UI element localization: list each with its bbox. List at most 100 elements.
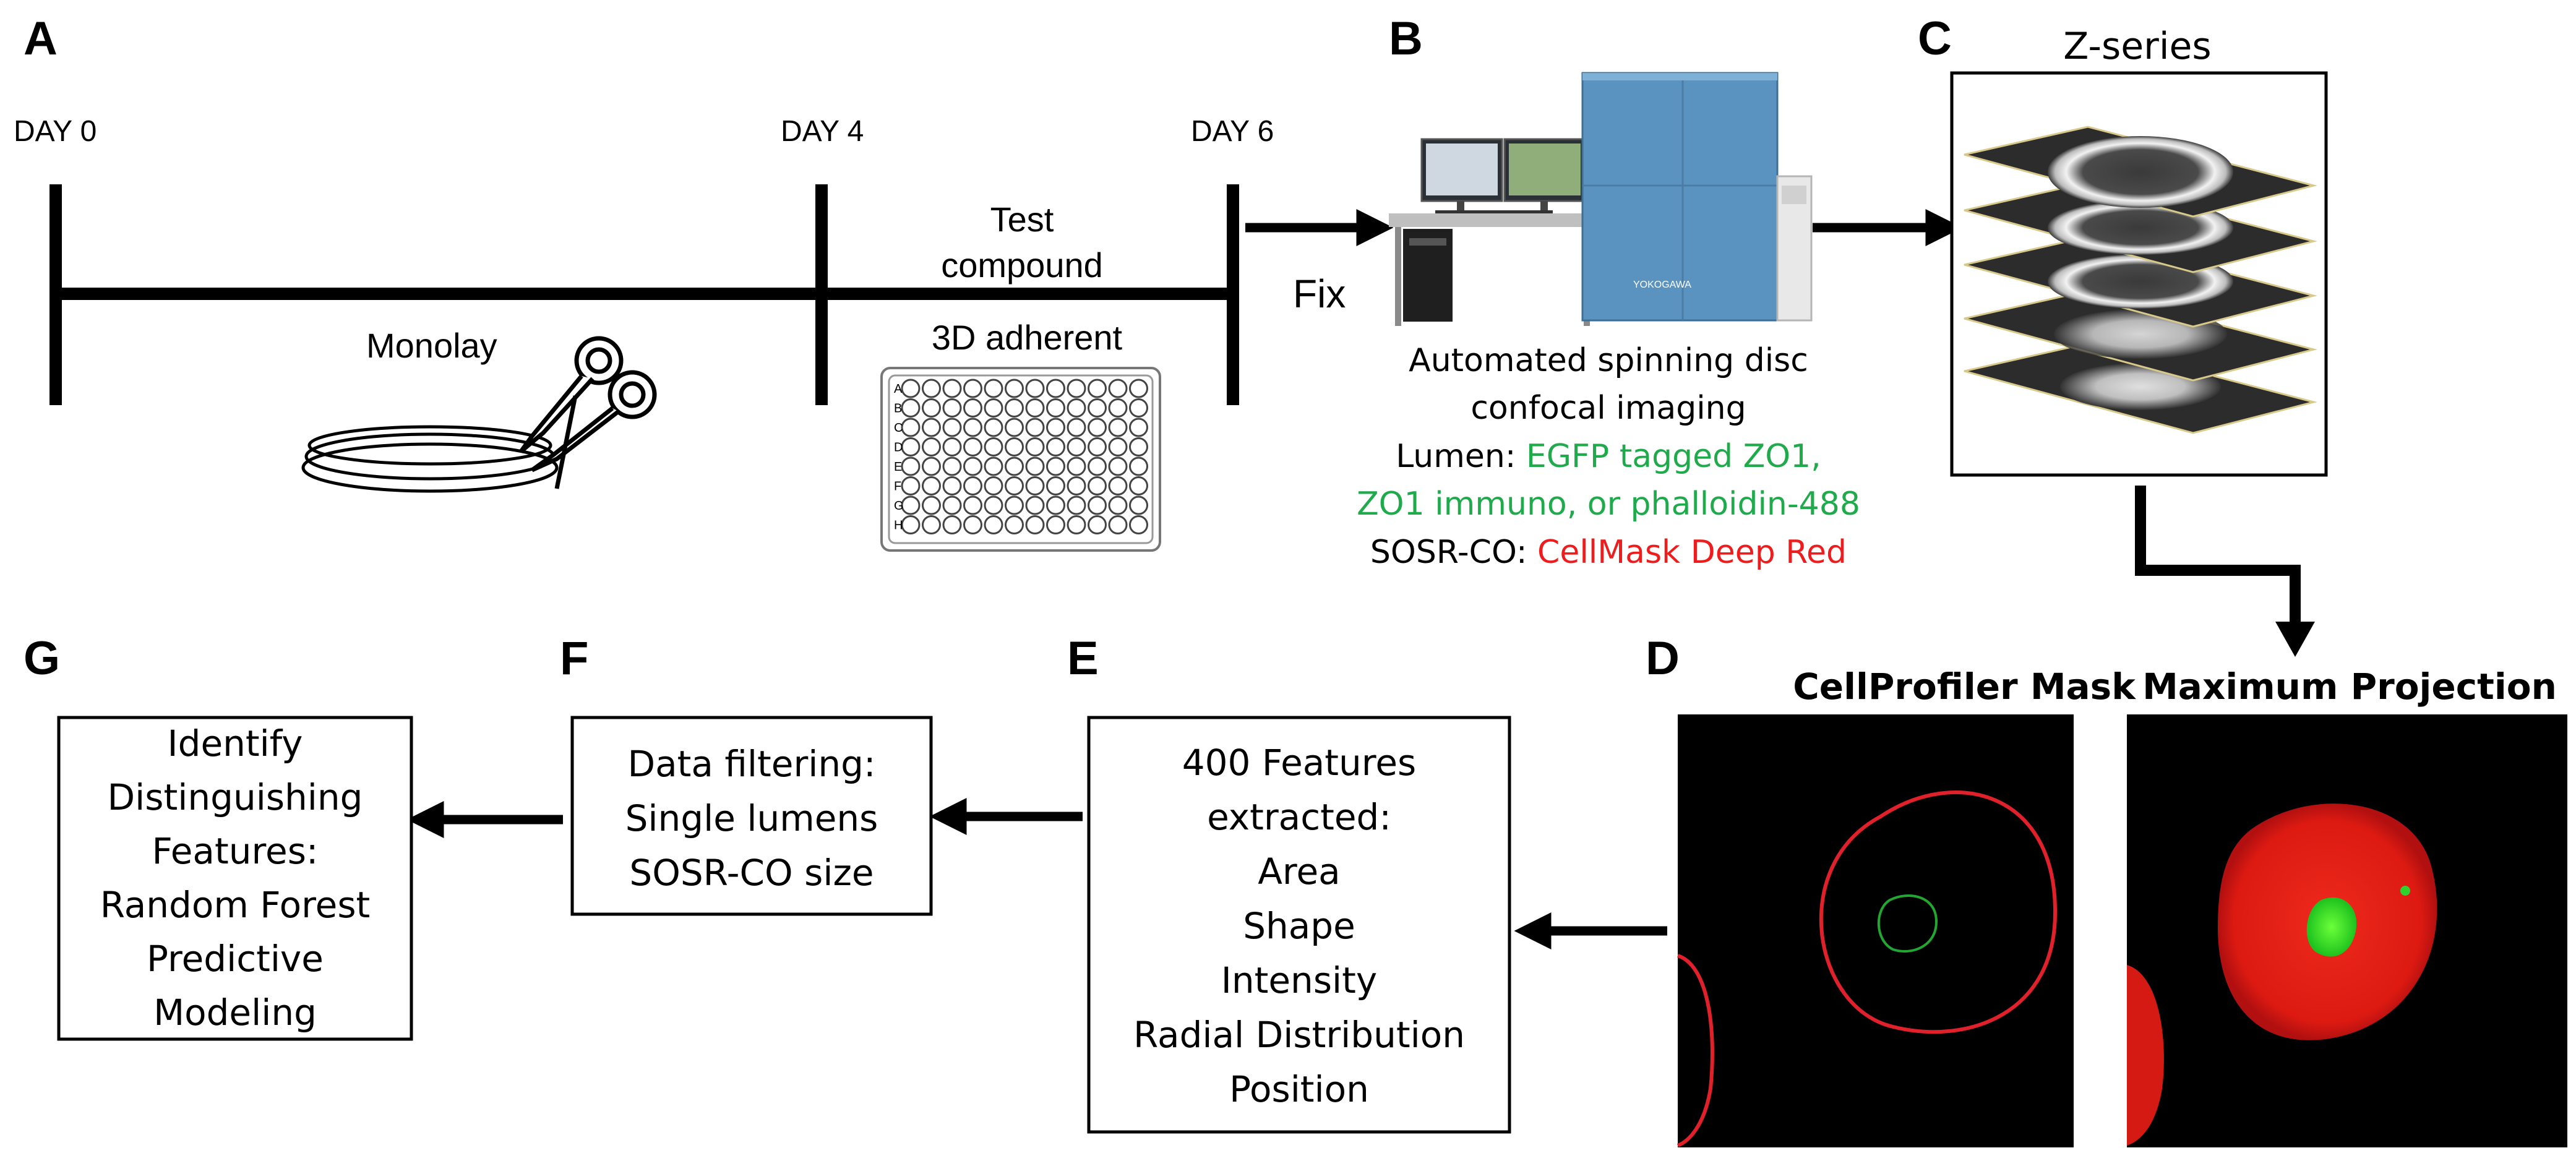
plate-well — [1046, 495, 1065, 515]
plate-well — [922, 398, 941, 418]
plate-well — [1005, 456, 1024, 476]
plate-well — [942, 495, 962, 515]
modeling-line: Identify — [168, 722, 303, 765]
plate-well — [1025, 379, 1045, 398]
zseries-title: Z-series — [2063, 25, 2211, 68]
adherent-label: 3D adherent — [932, 318, 1123, 357]
lumen-stain-line: Lumen: EGFP tagged ZO1, — [1396, 438, 1821, 475]
plate-well — [922, 379, 941, 398]
plate-well — [1046, 476, 1065, 495]
plate-well — [1129, 418, 1148, 437]
plate-well — [1025, 418, 1045, 437]
plate-well — [942, 418, 962, 437]
day-6-label: DAY 6 — [1191, 115, 1274, 148]
plate-row-label: A — [894, 382, 903, 396]
plate-well — [1025, 398, 1045, 418]
lumen-stain-line2: ZO1 immuno, or phalloidin-488 — [1357, 486, 1860, 523]
plate-well — [1005, 515, 1024, 534]
plate-well — [1025, 495, 1045, 515]
plate-well — [1129, 495, 1148, 515]
plate-well — [1108, 495, 1128, 515]
features-box — [1087, 716, 1511, 1134]
plate-well — [1108, 456, 1128, 476]
modeling-box — [57, 716, 413, 1041]
plate-well — [1046, 515, 1065, 534]
plate-well — [963, 398, 982, 418]
plate-well — [901, 379, 921, 398]
features-line: Position — [1229, 1068, 1369, 1110]
plate-well — [922, 495, 941, 515]
plate-well — [942, 456, 962, 476]
plate-well — [1005, 379, 1024, 398]
test-compound-line1: Test — [990, 200, 1054, 239]
plate-well — [984, 495, 1003, 515]
plate-well — [984, 515, 1003, 534]
plate-well — [1067, 515, 1086, 534]
plate-well — [1067, 398, 1086, 418]
panel-label-e: E — [1067, 632, 1099, 685]
timeline — [49, 184, 1239, 405]
filtering-line: SOSR-CO size — [629, 852, 874, 894]
plate-well — [1067, 456, 1086, 476]
plate-well — [1108, 418, 1128, 437]
plate-well — [1046, 379, 1065, 398]
lumen-prefix: Lumen: — [1396, 438, 1526, 475]
plate-well — [1088, 515, 1107, 534]
plate-well — [901, 476, 921, 495]
zseries-stack — [1964, 126, 2317, 434]
plate-row-label: E — [894, 460, 902, 474]
plate-well — [1046, 418, 1065, 437]
plate-well — [1025, 476, 1045, 495]
plate-well — [922, 418, 941, 437]
plate-well — [942, 476, 962, 495]
plate-well — [1005, 398, 1024, 418]
modeling-line: Modeling — [153, 992, 317, 1034]
plate-well — [901, 418, 921, 437]
plate-well — [963, 476, 982, 495]
plate-well — [1088, 476, 1107, 495]
plate-well — [1005, 495, 1024, 515]
panel-label-f: F — [560, 632, 588, 685]
plate-well — [942, 515, 962, 534]
plate-row-label: D — [894, 441, 903, 455]
plate-well — [1088, 398, 1107, 418]
features-text: 400 Featuresextracted:AreaShapeIntensity… — [1133, 742, 1465, 1110]
plate-well — [922, 515, 941, 534]
plate-row-label: F — [894, 480, 901, 494]
test-compound-line2: compound — [941, 246, 1103, 285]
plate-well — [1046, 456, 1065, 476]
modeling-line: Random Forest — [100, 884, 371, 926]
plate-well — [1067, 476, 1086, 495]
panel-label-c: C — [1918, 12, 1952, 65]
plate-well — [1088, 379, 1107, 398]
features-line: Shape — [1243, 905, 1355, 947]
monolayer-label: Monolay — [366, 326, 497, 365]
culture-dish-icon — [301, 425, 559, 493]
plate-well — [984, 379, 1003, 398]
maximum-projection-title: Maximum Projection — [2142, 666, 2557, 708]
plate-well — [1129, 379, 1148, 398]
day-0-label: DAY 0 — [14, 115, 97, 148]
features-line: 400 Features — [1182, 742, 1417, 784]
plate-well — [1088, 437, 1107, 456]
imaging-title-line1: Automated spinning disc — [1409, 342, 1808, 379]
filtering-line: Single lumens — [625, 797, 878, 839]
plate-well — [901, 456, 921, 476]
plate-well — [1108, 379, 1128, 398]
plate-well — [901, 437, 921, 456]
plate-row-label: G — [894, 499, 904, 513]
scissors-icon — [519, 336, 657, 489]
plate-well — [1129, 476, 1148, 495]
filtering-box — [570, 716, 933, 916]
cellprofiler-mask-title: CellProfiler Mask — [1793, 666, 2136, 708]
plate-well — [1129, 515, 1148, 534]
plate-well — [942, 437, 962, 456]
panel-label-d: D — [1646, 632, 1680, 685]
plate-well — [922, 437, 941, 456]
modeling-line: Predictive — [147, 938, 324, 980]
plate-well — [901, 495, 921, 515]
features-line: Intensity — [1221, 959, 1377, 1001]
plate-well — [1088, 418, 1107, 437]
fix-label: Fix — [1293, 272, 1346, 316]
